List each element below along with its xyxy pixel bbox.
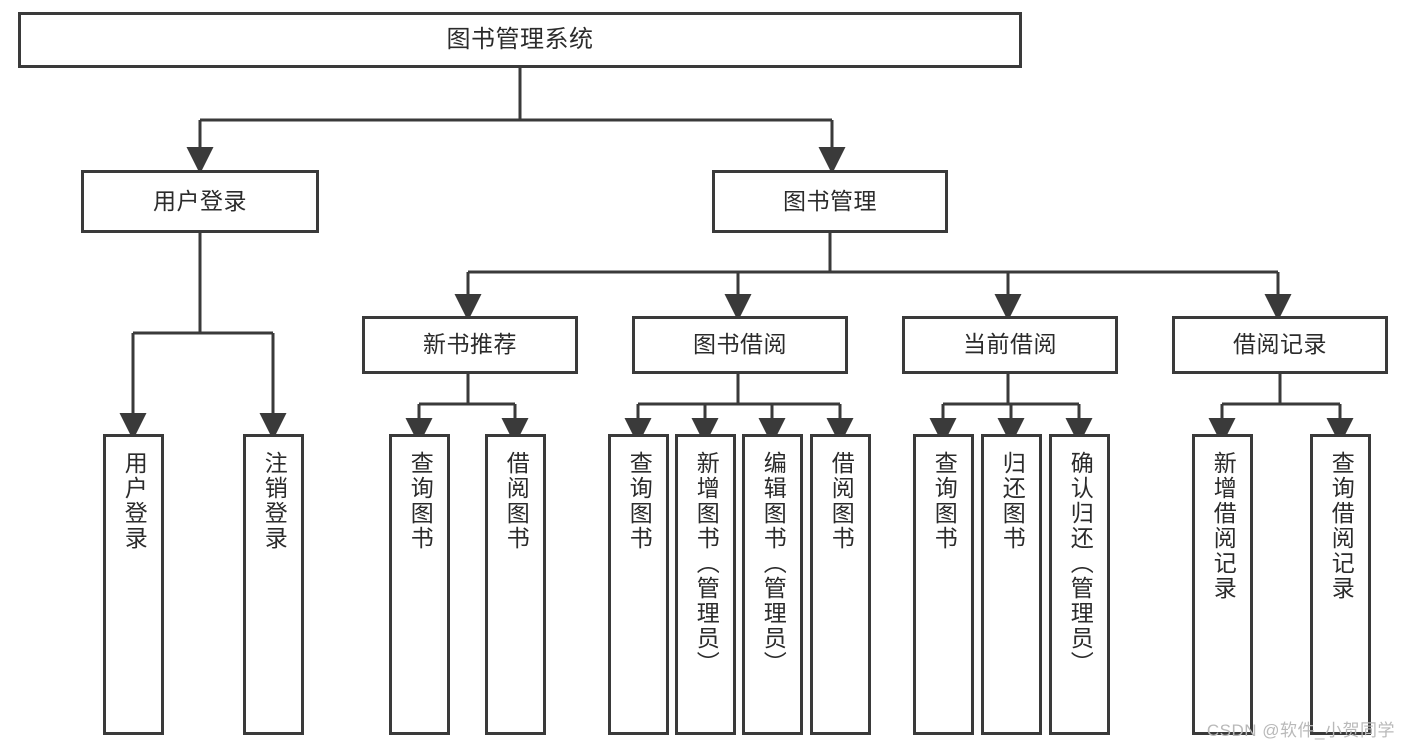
node-root-system[interactable]: 图书管理系统: [18, 12, 1022, 68]
node-label: 查询图书: [626, 451, 653, 551]
node-label: 查询图书: [407, 451, 434, 551]
node-label: 图书借阅: [693, 331, 787, 358]
node-label: 借阅记录: [1233, 331, 1327, 358]
leaf-user-login[interactable]: 用户登录: [103, 434, 164, 735]
csdn-watermark: CSDN @软件_小贺同学: [1206, 721, 1395, 740]
node-label: 新增借阅记录: [1210, 451, 1237, 601]
node-label: 注销登录: [261, 451, 288, 551]
node-current-borrow[interactable]: 当前借阅: [902, 316, 1118, 374]
leaf-edit-book-admin[interactable]: 编辑图书（管理员）: [742, 434, 803, 735]
node-label: 图书管理: [783, 187, 877, 214]
node-label: 用户登录: [121, 451, 148, 551]
node-label: 编辑图书（管理员）: [760, 451, 787, 676]
node-new-book-recommend[interactable]: 新书推荐: [362, 316, 578, 374]
node-label: 新增图书（管理员）: [693, 451, 720, 676]
leaf-borrow-book-1[interactable]: 借阅图书: [485, 434, 546, 735]
leaf-confirm-return-admin[interactable]: 确认归还（管理员）: [1049, 434, 1110, 735]
node-label: 图书管理系统: [446, 25, 594, 53]
leaf-query-borrow-record[interactable]: 查询借阅记录: [1310, 434, 1371, 735]
node-book-manage[interactable]: 图书管理: [712, 170, 948, 233]
node-label: 当前借阅: [963, 331, 1057, 358]
node-label: 借阅图书: [828, 451, 855, 551]
node-label: 确认归还（管理员）: [1067, 451, 1094, 676]
node-borrow-record[interactable]: 借阅记录: [1172, 316, 1388, 374]
leaf-borrow-book-2[interactable]: 借阅图书: [810, 434, 871, 735]
leaf-user-logout[interactable]: 注销登录: [243, 434, 304, 735]
leaf-query-book-1[interactable]: 查询图书: [389, 434, 450, 735]
node-label: 用户登录: [153, 187, 247, 214]
node-label: 借阅图书: [503, 451, 530, 551]
leaf-add-book-admin[interactable]: 新增图书（管理员）: [675, 434, 736, 735]
node-label: 查询图书: [931, 451, 958, 551]
leaf-add-borrow-record[interactable]: 新增借阅记录: [1192, 434, 1253, 735]
leaf-query-book-3[interactable]: 查询图书: [913, 434, 974, 735]
node-label: 新书推荐: [423, 331, 517, 358]
leaf-query-book-2[interactable]: 查询图书: [608, 434, 669, 735]
leaf-return-book[interactable]: 归还图书: [981, 434, 1042, 735]
node-label: 查询借阅记录: [1328, 451, 1355, 601]
node-book-borrow[interactable]: 图书借阅: [632, 316, 848, 374]
node-user-login[interactable]: 用户登录: [81, 170, 319, 233]
node-label: 归还图书: [999, 451, 1026, 551]
